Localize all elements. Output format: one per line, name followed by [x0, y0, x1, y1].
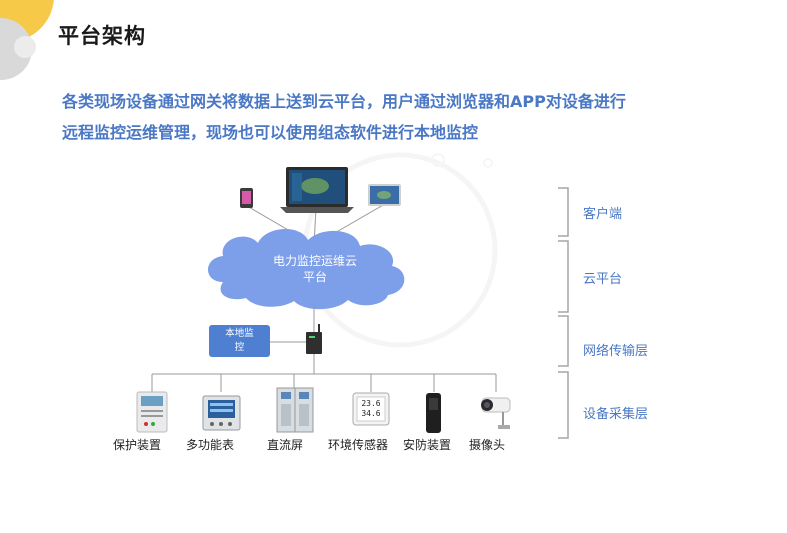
decor-circle-light — [14, 36, 36, 58]
intro-line-1: 各类现场设备通过网关将数据上送到云平台，用户通过浏览器和APP对设备进行 — [62, 92, 626, 111]
local-monitor-line-1: 本地监 — [225, 328, 254, 339]
device-bus — [151, 354, 497, 392]
phone-icon — [240, 188, 253, 208]
layer-label-network: 网络传输层 — [583, 344, 649, 359]
layer-label-device: 设备采集层 — [583, 407, 649, 422]
intro-line-2: 远程监控运维管理，现场也可以使用组态软件进行本地监控 — [62, 123, 479, 142]
sensor-readout-line-1: 23.6 — [361, 399, 381, 408]
environment-sensor-icon — [352, 392, 390, 426]
device-label: 直流屏 — [267, 438, 304, 452]
sensor-readout-line-2: 34.6 — [361, 409, 381, 418]
dc-panel-icon — [276, 387, 314, 433]
layer-brackets — [558, 187, 569, 439]
device-label: 多功能表 — [186, 438, 235, 452]
layer-label-cloud: 云平台 — [583, 272, 623, 287]
device-label: 保护装置 — [113, 438, 162, 452]
sensor-readout: 23.6 34.6 — [358, 399, 384, 419]
cloud-shape — [208, 229, 405, 310]
tablet-icon — [368, 184, 401, 206]
gateway-icon — [306, 324, 322, 354]
cloud-label-line-1: 电力监控运维云 — [272, 254, 357, 268]
layer-label-client: 客户端 — [583, 207, 623, 222]
page-title: 平台架构 — [58, 24, 146, 48]
cloud-platform-label: 电力监控运维云 平台 — [250, 253, 380, 285]
device-label: 环境传感器 — [328, 438, 389, 452]
cloud-label-line-2: 平台 — [302, 270, 327, 284]
local-monitor-line-2: 控 — [234, 342, 245, 353]
protection-device-icon — [136, 391, 168, 433]
security-device-icon — [426, 393, 441, 433]
camera-icon — [481, 397, 511, 429]
local-monitor-box: 本地监 控 — [209, 325, 270, 357]
laptop-icon — [280, 167, 354, 213]
multifunction-meter-icon — [202, 395, 241, 431]
device-label: 安防装置 — [403, 438, 452, 452]
intro-text: 各类现场设备通过网关将数据上送到云平台，用户通过浏览器和APP对设备进行 远程监… — [62, 86, 742, 148]
device-label: 摄像头 — [469, 438, 506, 452]
